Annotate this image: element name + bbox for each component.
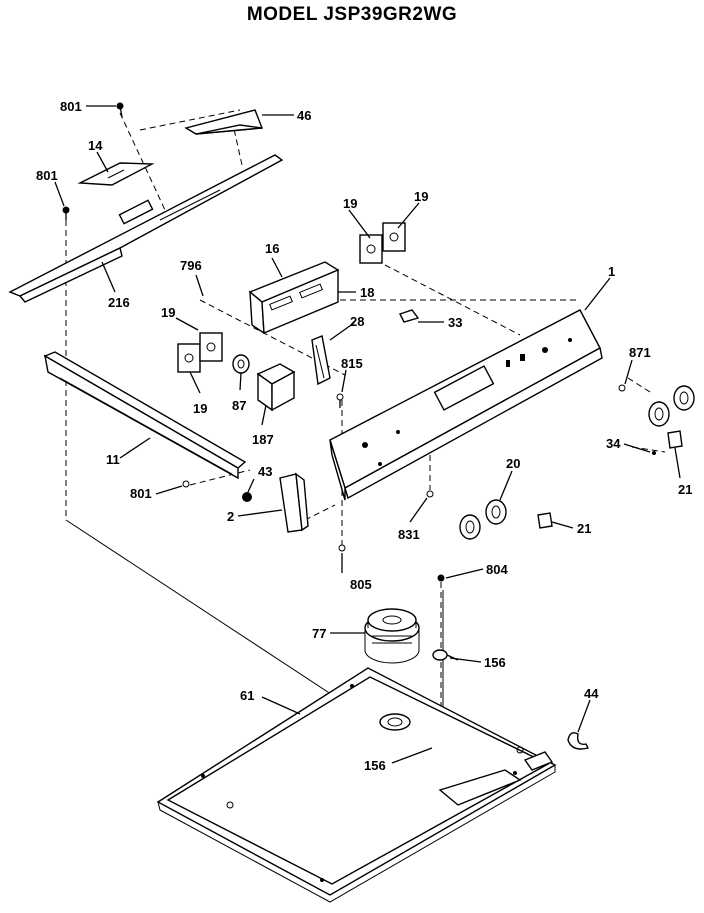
label-46: 46 [297, 108, 311, 123]
screws [62, 102, 656, 582]
label-14: 14 [88, 138, 103, 153]
part-44-clip [567, 732, 590, 750]
part-labels: 801 46 14 801 216 19 19 16 796 18 1 19 2… [36, 99, 692, 773]
label-216: 216 [108, 295, 130, 310]
label-156b: 156 [364, 758, 386, 773]
part-77-rotor [364, 608, 420, 664]
leader-lines [54, 105, 681, 764]
label-28: 28 [350, 314, 364, 329]
label-801b: 801 [36, 168, 58, 183]
label-801c: 801 [130, 486, 152, 501]
label-21b: 21 [577, 521, 591, 536]
label-156a: 156 [484, 655, 506, 670]
label-61: 61 [240, 688, 254, 703]
label-34: 34 [606, 436, 621, 451]
label-43: 43 [258, 464, 272, 479]
part-14-shield [77, 162, 155, 186]
part-19-switches [177, 222, 406, 373]
label-815: 815 [341, 356, 363, 371]
label-2: 2 [227, 509, 234, 524]
label-19b: 19 [414, 189, 428, 204]
label-19a: 19 [343, 196, 357, 211]
label-1: 1 [608, 264, 615, 279]
label-796: 796 [180, 258, 202, 273]
label-804: 804 [486, 562, 508, 577]
label-187: 187 [252, 432, 274, 447]
part-216-channel [8, 154, 284, 303]
label-87: 87 [232, 398, 246, 413]
part-11-trim-rail [43, 351, 247, 480]
knobs [459, 385, 695, 540]
label-19c: 19 [161, 305, 175, 320]
label-805: 805 [350, 577, 372, 592]
part-2-bracket [279, 472, 309, 533]
part-61-base-pan [156, 667, 557, 903]
model-title: MODEL JSP39GR2WG [246, 4, 458, 25]
label-18: 18 [360, 285, 374, 300]
label-21a: 21 [678, 482, 692, 497]
part-46-bracket [184, 109, 263, 135]
label-44: 44 [584, 686, 599, 701]
label-11: 11 [106, 452, 120, 467]
label-16: 16 [265, 241, 279, 256]
part-33-clip [399, 309, 420, 323]
label-831: 831 [398, 527, 420, 542]
label-33: 33 [448, 315, 462, 330]
label-871: 871 [629, 345, 651, 360]
label-19d: 19 [193, 401, 207, 416]
part-1-control-panel [329, 309, 603, 501]
label-801a: 801 [60, 99, 82, 114]
label-77: 77 [312, 626, 326, 641]
part-16-timer-module [248, 261, 340, 335]
part-28-bracket [311, 335, 331, 386]
label-20: 20 [506, 456, 520, 471]
